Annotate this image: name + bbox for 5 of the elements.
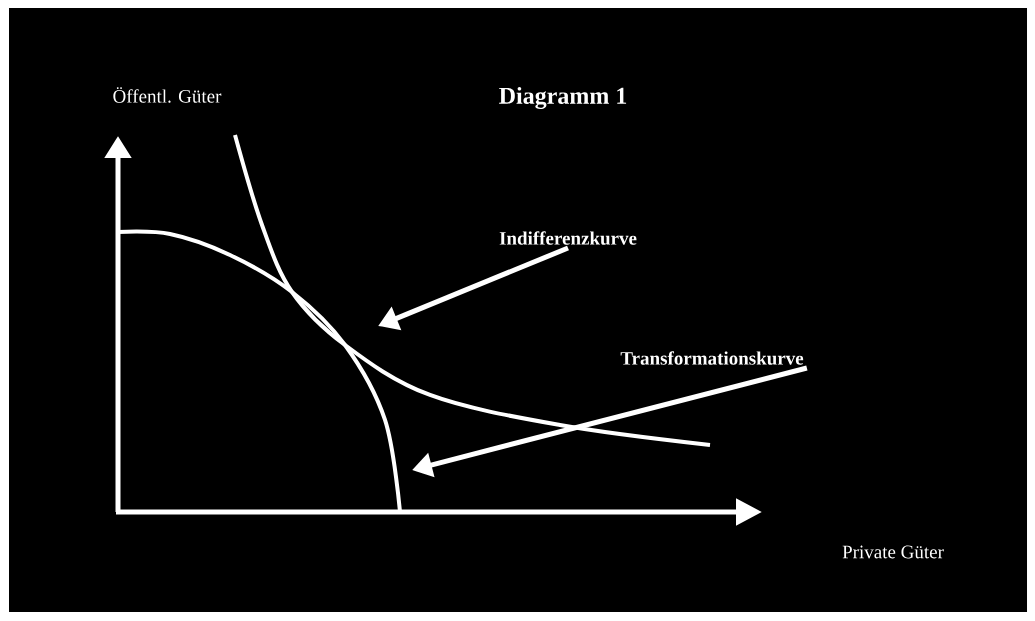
curve-label: Indifferenzkurve <box>499 231 637 245</box>
curve-label: Transformationskurve <box>620 351 804 365</box>
axis-label: Öffentl. Güter <box>113 87 222 103</box>
diagram-title: Diagramm 1 <box>499 87 627 109</box>
axis-label: Private Güter <box>842 545 944 559</box>
